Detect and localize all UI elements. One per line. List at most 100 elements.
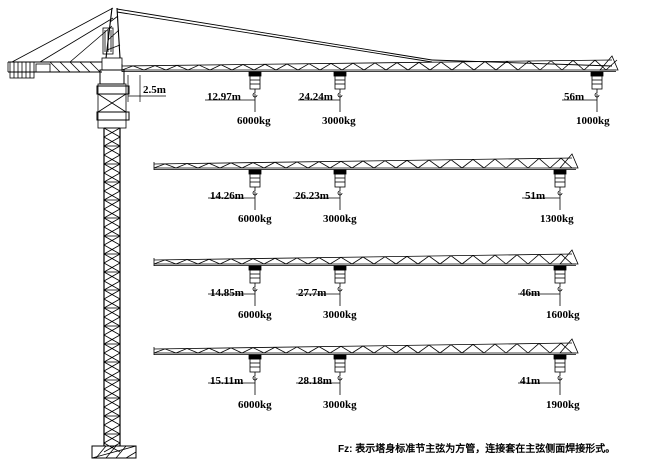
jib-brace <box>605 59 618 71</box>
jib-brace <box>208 258 221 265</box>
radius-label-1: 14.85m <box>210 287 244 299</box>
jib-brace <box>263 161 276 169</box>
jib-brace <box>285 161 298 169</box>
jib-brace <box>406 256 419 265</box>
jib-brace <box>583 59 596 71</box>
tower-brace <box>103 424 121 435</box>
jib-brace <box>307 346 320 354</box>
jib-brace <box>241 162 254 169</box>
jib-brace <box>153 163 166 169</box>
jib-brace <box>528 60 541 71</box>
jib-brace <box>395 256 408 265</box>
jib-brace <box>483 343 496 354</box>
hook-block <box>334 269 346 284</box>
radius-label-2: 28.18m <box>298 375 332 387</box>
jib-brace <box>549 157 562 169</box>
hook-block <box>554 358 566 373</box>
jib-brace <box>208 347 221 354</box>
jib-brace <box>362 160 375 169</box>
radius-label-3: 46m <box>520 287 540 299</box>
jib-brace <box>494 254 507 265</box>
jib-truss <box>153 153 579 210</box>
jib-brace <box>439 255 452 265</box>
tower-brace <box>103 217 121 228</box>
jib-brace <box>417 255 430 265</box>
load-label-2: 3000kg <box>323 399 357 411</box>
trolley <box>248 71 262 77</box>
hook-block <box>334 358 346 373</box>
jib-brace <box>274 161 287 169</box>
jib-brace <box>318 161 331 169</box>
jib-brace <box>428 159 441 169</box>
jib-brace <box>285 346 298 354</box>
jib-brace <box>516 343 529 354</box>
jib-brace <box>197 162 210 169</box>
jib-brace <box>428 255 441 265</box>
hook-block <box>249 75 261 90</box>
radius-label-1: 14.26m <box>210 190 244 202</box>
jib-brace <box>472 159 485 169</box>
jib-brace <box>318 257 331 265</box>
jib-brace <box>516 254 529 265</box>
trolley <box>553 265 567 271</box>
load-label-2: 3000kg <box>323 213 357 225</box>
jib-brace <box>175 163 188 169</box>
jib-brace <box>373 160 386 169</box>
hook-block <box>334 173 346 188</box>
jib-brace <box>153 259 166 265</box>
jib-brace <box>164 163 177 169</box>
jib-brace <box>505 254 518 265</box>
jib-brace <box>472 344 485 354</box>
trolley <box>333 354 347 360</box>
tower-brace <box>103 154 121 165</box>
radius-label-3: 56m <box>564 91 584 103</box>
tower-brace <box>103 442 121 453</box>
jib-brace <box>505 158 518 169</box>
jib-brace <box>186 259 199 265</box>
jib-truss <box>153 338 579 395</box>
crane-tower <box>91 7 137 459</box>
hook <box>337 187 343 196</box>
jib-2: 14.26m 6000kg 26.23m 3000kg 51m 1300kg <box>153 153 579 225</box>
tower-brace <box>103 397 121 408</box>
jib-brace <box>407 62 420 71</box>
hook-block <box>554 173 566 188</box>
jib-brace <box>384 160 397 169</box>
jib-tip <box>559 153 579 169</box>
jib-brace <box>187 64 200 71</box>
jib-brace <box>351 256 364 265</box>
jib-brace <box>527 254 540 265</box>
trolley <box>248 265 262 271</box>
tower-brace <box>103 415 121 426</box>
jib-brace <box>539 60 552 71</box>
hook-block <box>249 173 261 188</box>
load-label-1: 6000kg <box>238 213 272 225</box>
radius-label-2: 27.7m <box>298 287 326 299</box>
hook <box>557 187 563 196</box>
jib-brace <box>286 63 299 71</box>
jib-brace <box>363 62 376 71</box>
jib-tip <box>599 55 619 71</box>
jib-brace <box>461 344 474 354</box>
jib-brace <box>473 61 486 71</box>
hook-block <box>554 269 566 284</box>
hook <box>337 283 343 292</box>
tower-brace <box>103 334 121 345</box>
jib-brace <box>374 62 387 71</box>
jib-brace <box>197 347 210 354</box>
radius-label-2: 26.23m <box>295 190 329 202</box>
tower-brace <box>103 433 121 444</box>
jib-brace <box>572 60 585 71</box>
tower-brace <box>103 361 121 372</box>
jib-brace <box>450 159 463 169</box>
jib-brace <box>549 342 562 354</box>
jib-brace <box>307 257 320 265</box>
jib-brace <box>318 346 331 354</box>
jib-brace <box>241 258 254 265</box>
jib-brace <box>472 255 485 265</box>
footnote: Fz: 表示塔身标准节主弦为方管，连接套在主弦侧面焊接形式。 <box>338 442 615 455</box>
jib-brace <box>384 345 397 354</box>
tower-brace <box>103 379 121 390</box>
jib-brace <box>164 259 177 265</box>
jib-brace <box>164 348 177 354</box>
